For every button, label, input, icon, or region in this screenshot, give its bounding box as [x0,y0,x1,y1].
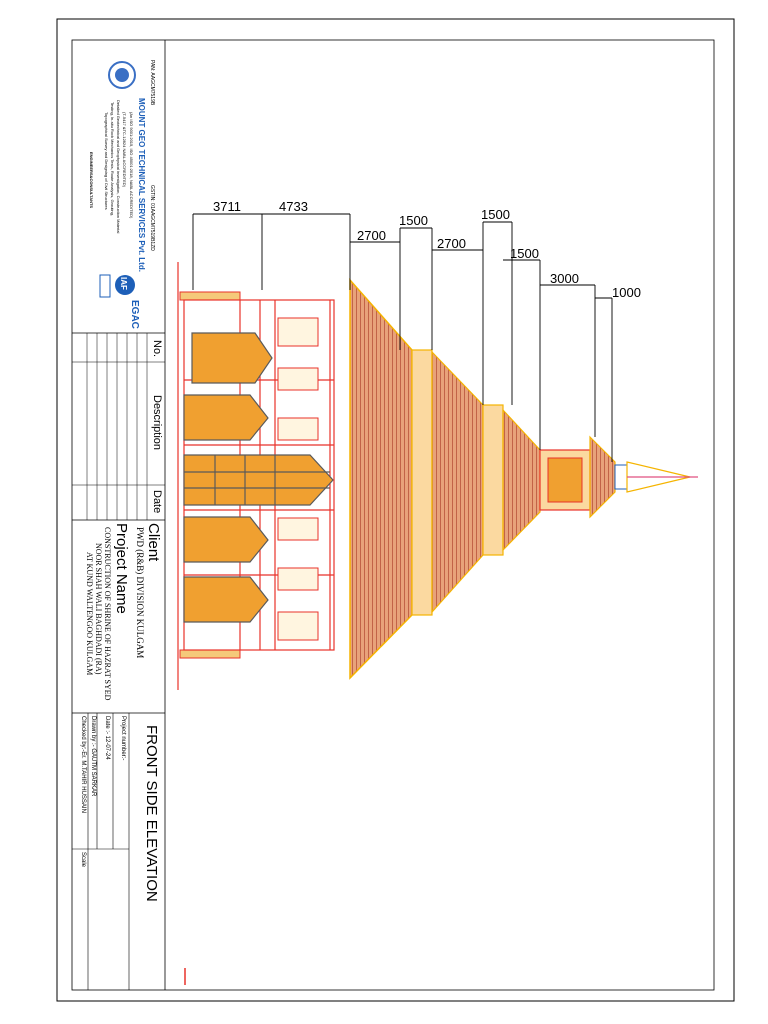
third-roof [502,408,541,552]
company-services: Detailed Geotechnical and Geophysical in… [116,100,121,234]
band-1 [411,349,433,616]
company-iso: (An ISO 9001:2015, ISO 45001:2018, NABL … [129,112,134,219]
second-roof [431,350,484,614]
scale-label: Scale [80,852,86,868]
company-services: Topographical Survey and Designing of Ci… [104,112,109,210]
dimension-label: 2700 [437,236,466,251]
project-number: Project number:- [120,716,126,761]
company-services: Testing, In-situ Rock Mechanics Tests, R… [110,102,115,216]
dimension-label: 2700 [357,228,386,243]
dimension-label: 3711 [213,199,241,214]
client-label: Client [145,523,162,562]
company-logo [108,61,136,89]
project-name-line: CONSTRUCTION OF SHRINE OF HAZRAT SYED [103,527,112,701]
window-1 [191,332,273,384]
outer-border [56,18,735,1002]
company-pan: PAN: AAGCM7519B [149,60,155,106]
spire-roof [589,435,616,519]
window-3 [183,454,334,506]
company-name: MOUNT GEO TECHNICAL SERVICES Pvt. Ltd. [137,98,146,272]
dimension-label: 4733 [279,199,308,214]
dimension-label: 1500 [481,207,510,222]
dimension-label: 1000 [612,285,641,300]
dimension-label: 1500 [510,246,539,261]
iaf-logo [115,275,135,295]
window-2 [183,394,269,441]
project-name-line: AT KUND WALTENGOO KULGAM [85,552,94,676]
project-name-label: Project Name [113,523,130,614]
company-gstin: GSTIN: 01AAGCM7519B1ZD [149,185,155,251]
window-4 [183,516,269,563]
inner-border [71,39,715,991]
building-elevation [177,213,698,985]
company-footer: ENGINEERS&CONSULTANTS [89,152,94,209]
drawing-date: Date :- 12-07-24 [104,716,110,760]
revision-header-description: Description [151,395,163,451]
revision-header-date: Date [151,490,163,514]
band-2 [482,404,504,556]
dimension-label: 3000 [550,271,579,286]
project-name-line: NOOR SHAH WALI BAGHDADI (RA) [94,543,103,675]
revision-header-no: No. [151,340,163,358]
window-5 [183,576,269,623]
iaf-logo-text: IAF [119,277,128,290]
client-value: PWD (R&B) DIVISION KULGAM [135,527,145,659]
company-lab: (T-5417 &TC-12824 NABL ACCREDITED) [122,112,127,187]
egac-logo-text: EGAC [129,300,140,329]
revision-table [72,333,165,520]
main-roof [349,278,413,680]
drawing-title: FRONT SIDE ELEVATION [143,725,160,902]
checked-by: Checked by:-Er. M.TAHIR HUSSAIN [80,716,86,813]
drawn-by: Drawn by :- GAUTM SARKAR [90,716,96,797]
egac-logo [99,274,111,298]
dimension-label: 1500 [399,213,428,228]
